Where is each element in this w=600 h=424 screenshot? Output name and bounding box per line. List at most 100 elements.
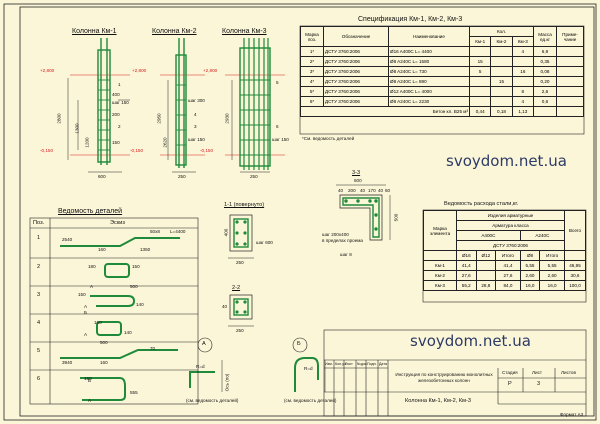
spec-cell-q3: 4 bbox=[511, 96, 535, 107]
spec-h-pos: Марка поз. bbox=[300, 26, 324, 47]
spec-cell-name: Ø8 A240C L= 730 bbox=[388, 66, 470, 77]
s33-note-2: в пределах проема bbox=[322, 238, 363, 243]
steel-mark: Км-2 bbox=[423, 270, 457, 281]
spec-cell-q1 bbox=[468, 76, 492, 87]
level-base-km3: -0,150 bbox=[200, 148, 214, 153]
s33-dim-60: 60 bbox=[385, 188, 391, 193]
spec-title: Спецификация Км-1, Км-2, Км-3 bbox=[358, 16, 463, 23]
s33-dim-40: 40 bbox=[338, 188, 344, 193]
mark-2: 2 bbox=[118, 124, 121, 129]
details-row-dim: A bbox=[84, 304, 88, 309]
level-top-km1: +2,800 bbox=[40, 68, 55, 73]
spec-cell-name: Ø8 A240C L= 1580 bbox=[388, 56, 470, 67]
steel-value bbox=[475, 270, 497, 281]
spec-cell-q2 bbox=[490, 56, 513, 67]
spec-cell-note bbox=[556, 56, 584, 67]
spec-cell-q3: 4 bbox=[511, 46, 535, 57]
spec-cell-mass: 6,9 bbox=[533, 46, 557, 57]
steel-value: 16,0 bbox=[519, 280, 541, 291]
s22-dim-40: 40 bbox=[222, 304, 228, 309]
dim-1200: 1200 bbox=[84, 137, 90, 148]
column-title-km1: Колонна Км-1 bbox=[72, 28, 117, 35]
spec-footnote: *См. ведомость деталей bbox=[302, 136, 355, 141]
stamp-col-header: Подп. bbox=[367, 362, 377, 366]
node-b-note: (см. ведомость деталей) bbox=[284, 398, 337, 403]
node-a-label: А bbox=[202, 341, 206, 347]
node-a-dim-1: R=d bbox=[196, 364, 205, 369]
watermark-top: svoydom.net.ua bbox=[446, 152, 567, 170]
details-table-grid bbox=[29, 217, 199, 405]
details-h-sketch: Эскиз bbox=[110, 220, 125, 226]
details-row-dim: 1350 bbox=[140, 247, 151, 252]
s33-note-1: шаг 200x400 bbox=[322, 232, 349, 237]
steel-value: 16,0 bbox=[539, 280, 565, 291]
stamp-h-stage: Стадия bbox=[502, 370, 518, 375]
steel-h-mark: Марка элемента bbox=[423, 210, 457, 251]
details-row-dim: 555 bbox=[130, 390, 138, 395]
s22-dim-250: 250 bbox=[236, 328, 244, 333]
section-1-1-drawing bbox=[228, 214, 254, 259]
stamp-col-header: Дата bbox=[379, 362, 387, 366]
section-3-3-title: 3-3 bbox=[352, 170, 361, 176]
steel-h-std: ДСТУ 3760:2006 bbox=[456, 240, 565, 251]
spec-cell-note bbox=[556, 96, 584, 107]
steel-h-blank2 bbox=[564, 250, 586, 261]
column-km3-drawing bbox=[225, 38, 285, 173]
s11-dim-400: 400 bbox=[223, 228, 229, 237]
spec-h-km2: Км-2 bbox=[490, 36, 513, 47]
stamp-col-header: Лист bbox=[345, 362, 353, 366]
steel-mark: Км-1 bbox=[423, 260, 457, 271]
dim-km2-width: 250 bbox=[178, 174, 186, 179]
dim-km1-width: 600 bbox=[98, 174, 106, 179]
spec-cell-mass: 0,20 bbox=[533, 76, 557, 87]
details-row-dim: 50x8 bbox=[150, 229, 160, 234]
spec-cell-doc: ДСТУ 3760:2006 bbox=[323, 56, 389, 67]
spec-cell-pos: 1* bbox=[300, 46, 324, 57]
details-row-dim: A bbox=[88, 398, 92, 403]
steel-value: 5,55 bbox=[539, 260, 565, 271]
steel-value: 2,60 bbox=[539, 270, 565, 281]
stamp-stage: Р bbox=[508, 381, 512, 387]
spec-cell-name: Ø16 A400C L= 4400 bbox=[388, 46, 470, 57]
mark-3: 3 bbox=[194, 124, 197, 129]
spec-cell-mass: 0,35 bbox=[533, 56, 557, 67]
details-row-dim: 150 bbox=[78, 292, 86, 297]
stamp-col-header: Кол.уч bbox=[335, 362, 346, 366]
steel-h-a240: A240C bbox=[519, 230, 566, 241]
spec-footer-label: Бетон кл. B25 м³ bbox=[300, 106, 470, 117]
spec-cell-pos: 6* bbox=[300, 96, 324, 107]
details-row-dim: 150 bbox=[132, 264, 140, 269]
dim-200: 200 bbox=[112, 112, 120, 117]
spacing-note-2: шаг 300 bbox=[188, 98, 205, 103]
spec-cell-note bbox=[556, 76, 584, 87]
steel-h-sub4: Итого bbox=[539, 250, 565, 261]
node-a-note: (см. ведомость деталей) bbox=[186, 398, 239, 403]
details-row-pos: 4 bbox=[37, 320, 41, 326]
spec-cell-name: Ø8 A240C L= 2230 bbox=[388, 96, 470, 107]
spec-table: Марка поз. Обозначение Наименование Кол.… bbox=[300, 26, 584, 117]
spec-cell-q1 bbox=[468, 46, 492, 57]
section-1-1-title: 1-1 (повернуто) bbox=[224, 202, 265, 208]
spec-cell-q3: 8 bbox=[511, 86, 535, 97]
details-row-dim: Б bbox=[88, 378, 92, 383]
spec-footer-empty1 bbox=[533, 106, 557, 117]
stamp-col-header: Изм. bbox=[325, 362, 333, 366]
details-sketches bbox=[60, 237, 180, 401]
details-row-dim: 3940 bbox=[62, 360, 73, 365]
spec-footer-q1: 0,44 bbox=[468, 106, 492, 117]
details-title: Ведомость деталей bbox=[58, 208, 123, 215]
spec-h-doc: Обозначение bbox=[323, 26, 389, 47]
spec-cell-q3 bbox=[511, 76, 535, 87]
steel-h-group: Изделия арматурные bbox=[456, 210, 565, 221]
spec-footer-q2: 0,18 bbox=[490, 106, 513, 117]
column-title-km3: Колонна Км-3 bbox=[222, 28, 267, 35]
s33-dim-40b: 40 bbox=[360, 188, 366, 193]
spec-cell-note bbox=[556, 66, 584, 77]
